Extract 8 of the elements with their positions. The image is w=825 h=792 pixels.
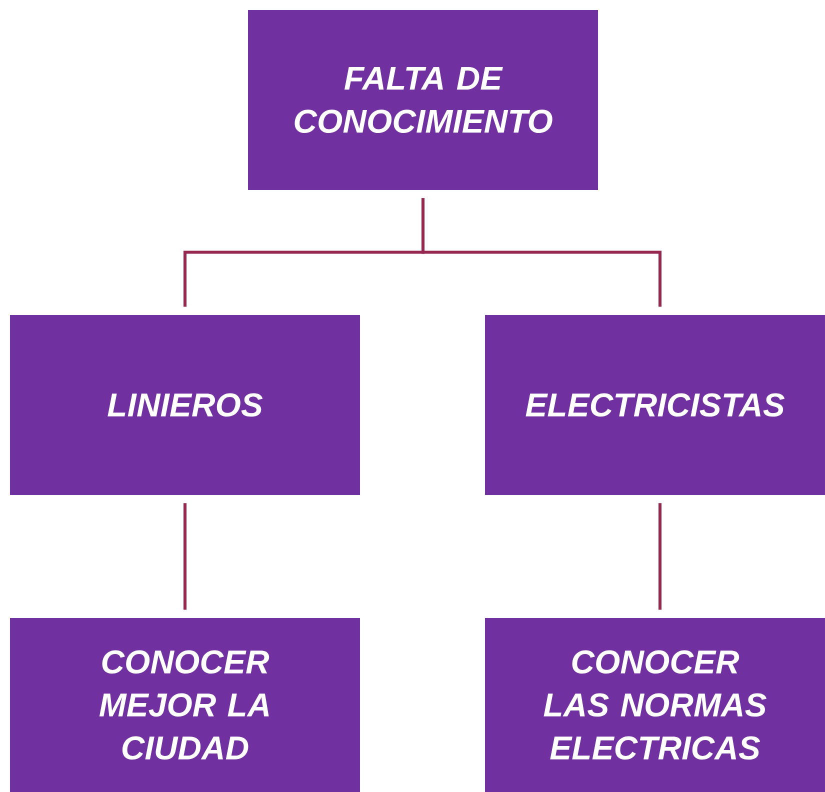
process-box: FALTA DE CONOCIMIENTO [248,10,598,190]
connector-line [184,503,186,610]
connector-line [422,198,662,307]
process-box: LINIEROS [10,314,360,495]
process-box: CONOCER MEJOR LA CIUDAD [10,618,360,792]
connector-line [658,503,662,610]
process-box: ELECTRICISTAS [485,314,825,495]
process-box: CONOCER LAS NORMAS ELECTRICAS [485,618,825,792]
